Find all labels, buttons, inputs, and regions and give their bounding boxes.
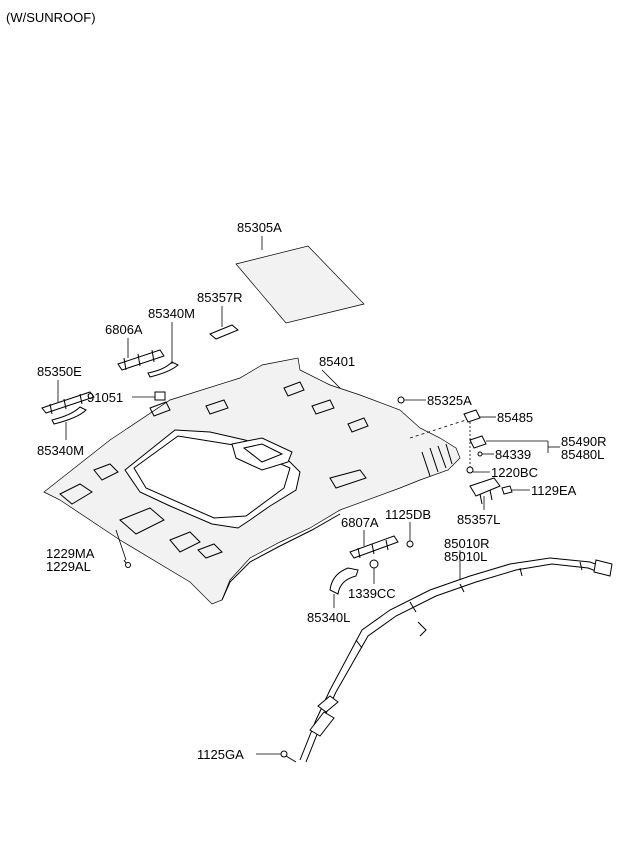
part-6807A-bracket <box>349 522 414 559</box>
label-91051: 91051 <box>87 390 123 405</box>
label-85357R: 85357R <box>197 290 243 305</box>
part-1339CC-nut <box>369 559 379 584</box>
part-visor-mount-cluster <box>409 409 560 474</box>
part-85340M-handle-top <box>147 322 179 378</box>
label-1229MA: 1229MA <box>46 546 95 561</box>
part-85350E-bracket <box>41 380 95 415</box>
label-6807A: 6807A <box>341 515 379 530</box>
label-85357L: 85357L <box>457 512 500 527</box>
label-85010R: 85010R <box>444 536 490 551</box>
part-85305A-panel <box>235 236 365 324</box>
label-1129EA: 1129EA <box>531 483 577 498</box>
label-85305A: 85305A <box>237 220 282 235</box>
label-85325A: 85325A <box>427 393 472 408</box>
label-1229AL: 1229AL <box>46 559 91 574</box>
label-84339: 84339 <box>495 447 531 462</box>
label-85340M-top: 85340M <box>148 306 195 321</box>
label-85010L: 85010L <box>444 549 487 564</box>
part-85357L-clip <box>469 477 530 510</box>
label-85485: 85485 <box>497 410 533 425</box>
label-85340L: 85340L <box>307 610 350 625</box>
label-85340M-left: 85340M <box>37 443 84 458</box>
label-6806A: 6806A <box>105 322 143 337</box>
part-85325A-clip <box>397 396 426 404</box>
label-85490R: 85490R <box>561 434 607 449</box>
part-85401-headliner <box>43 357 461 605</box>
label-85480L: 85480L <box>561 447 604 462</box>
label-1125DB: 1125DB <box>385 507 431 522</box>
part-6806A-bracket <box>117 338 165 371</box>
part-85357R-clip <box>209 306 239 340</box>
part-1229MA-screw <box>115 529 131 568</box>
part-91051-clip <box>132 391 166 401</box>
label-1339CC: 1339CC <box>348 586 396 601</box>
label-85401: 85401 <box>319 354 355 369</box>
label-1220BC: 1220BC <box>491 465 538 480</box>
label-85350E: 85350E <box>37 364 82 379</box>
part-1125GA-bolt <box>256 750 297 763</box>
label-1125GA: 1125GA <box>197 747 244 762</box>
variant-header: (W/SUNROOF) <box>6 10 96 25</box>
part-85340M-handle-left <box>51 406 87 440</box>
part-85340L-handle <box>329 567 359 608</box>
part-85010-curtain-airbag <box>299 550 613 763</box>
